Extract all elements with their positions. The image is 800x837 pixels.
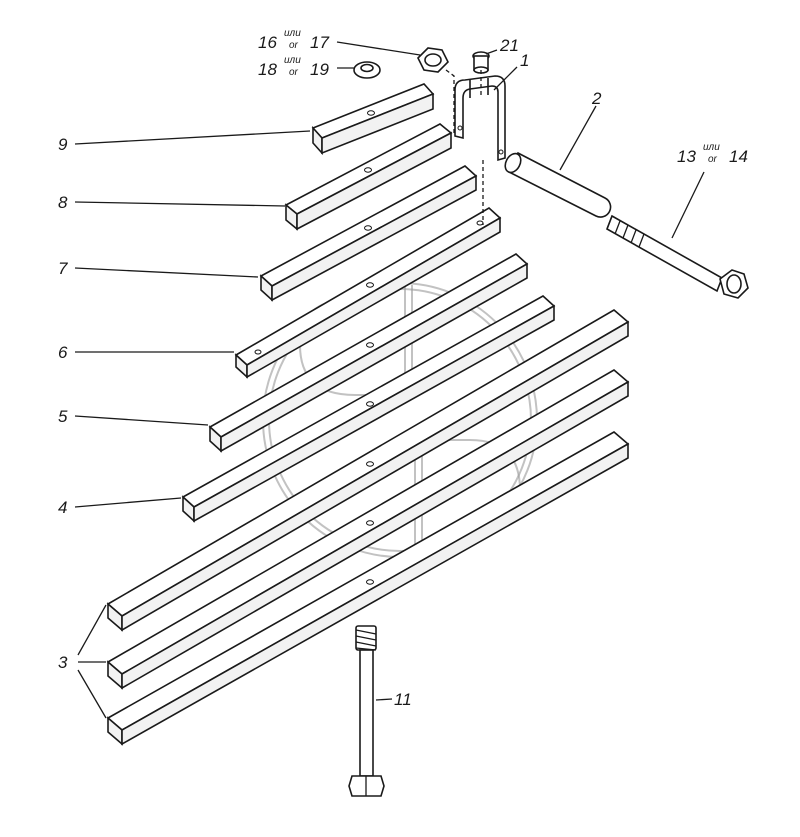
label-18-sup-top: или [284, 55, 301, 66]
label-16-sup-bottom: or [289, 40, 299, 51]
label-2: 2 [591, 89, 602, 108]
leaf-6 [234, 207, 502, 379]
label-19: 19 [310, 60, 329, 79]
label-4: 4 [58, 498, 67, 517]
leaf-9 [311, 83, 435, 156]
label-3: 3 [58, 653, 68, 672]
leaf-3-middle [106, 369, 630, 690]
bolt-13-14 [606, 214, 749, 299]
leaf-7 [259, 165, 478, 302]
leaf-4 [181, 295, 556, 523]
label-13-sup-bottom: or [708, 154, 718, 165]
leaf-5 [208, 253, 529, 453]
label-9: 9 [58, 135, 68, 154]
label-1: 1 [520, 51, 529, 70]
leaf-8 [284, 123, 453, 231]
assembly-lines [445, 69, 484, 225]
nut-18-19 [353, 61, 381, 79]
rivet-21 [472, 51, 490, 74]
bushing-2 [504, 151, 612, 218]
leader-lines [74, 41, 705, 719]
centre-bolt-11 [348, 625, 385, 797]
label-6: 6 [58, 343, 68, 362]
nut-16-17 [417, 47, 449, 73]
label-21: 21 [499, 36, 519, 55]
clip-1 [454, 75, 506, 162]
label-16: 16 [258, 33, 277, 52]
label-18-sup-bottom: or [289, 67, 299, 78]
label-7: 7 [58, 259, 68, 278]
label-5: 5 [58, 407, 68, 426]
label-14: 14 [729, 147, 748, 166]
label-17: 17 [310, 33, 329, 52]
leaf-3-top [106, 309, 630, 632]
part-labels: 16 или or 17 18 или or 19 21 1 2 13 или … [58, 28, 748, 709]
label-8: 8 [58, 193, 68, 212]
label-13: 13 [677, 147, 696, 166]
label-18: 18 [258, 60, 277, 79]
label-16-sup-top: или [284, 28, 301, 39]
leaf-3-bottom [106, 431, 630, 746]
label-11: 11 [394, 690, 412, 709]
label-13-sup-top: или [703, 142, 720, 153]
